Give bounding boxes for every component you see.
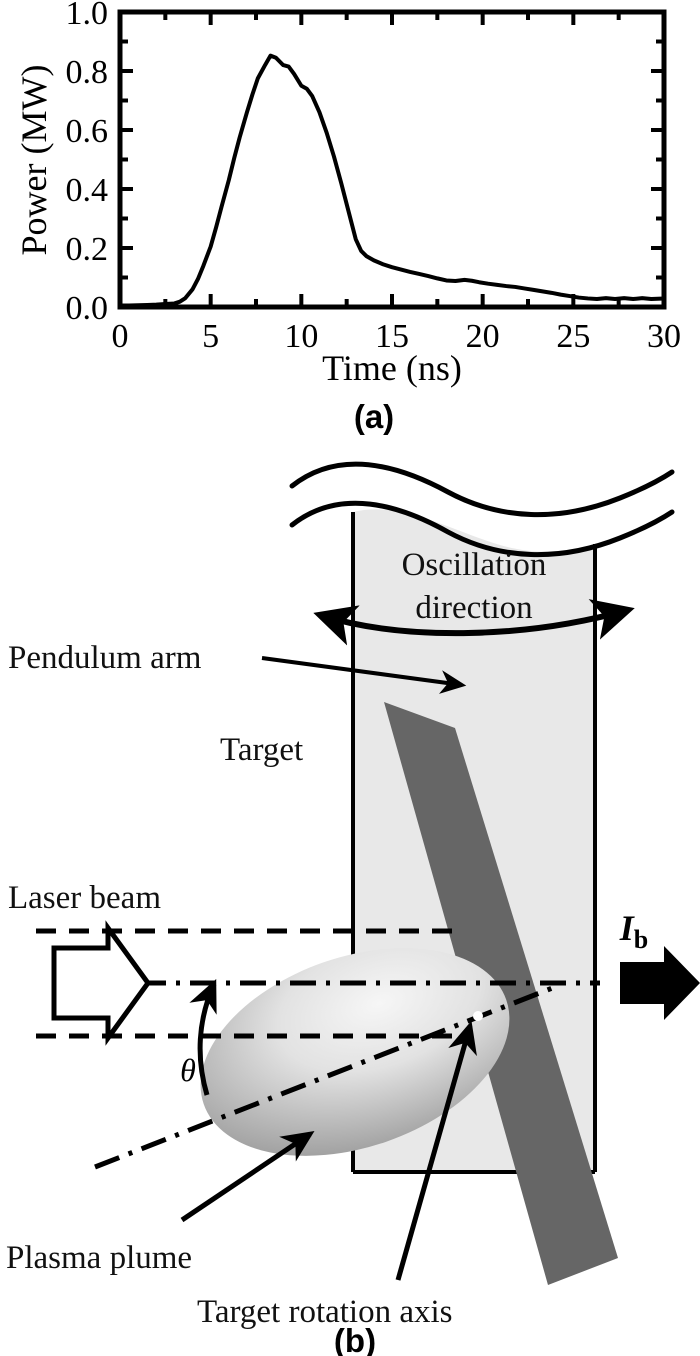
y-tick-label: 1.0 <box>66 0 109 32</box>
axis-ticks <box>118 10 666 309</box>
experimental-setup-diagram: Oscillation direction Ib <box>6 461 700 1356</box>
rotation-axis-marker <box>473 1011 483 1021</box>
theta-angle-arc <box>189 979 217 1096</box>
laser-beam-label: Laser beam <box>8 880 161 916</box>
target-rotation-axis-label: Target rotation axis <box>197 1294 453 1330</box>
x-tick-label: 20 <box>466 318 500 355</box>
y-tick-label: 0.8 <box>66 54 109 91</box>
panel-b-diagram: Oscillation direction Ib <box>0 440 700 1356</box>
target-rotation-axis-leader <box>395 1020 477 1281</box>
panel-a-chart: 0 5 10 15 20 25 30 0.0 0.2 0.4 0.6 0.8 1.0 Time (ns… <box>0 0 700 440</box>
x-tick-label: 15 <box>375 318 409 355</box>
plot-frame <box>117 9 667 310</box>
theta-label: θ <box>180 1052 196 1088</box>
impulse-subscript: b <box>634 925 648 954</box>
plasma-plume-shape <box>200 948 510 1156</box>
oscillation-direction-arrow <box>313 599 635 646</box>
power-vs-time-chart: 0 5 10 15 20 25 30 0.0 0.2 0.4 0.6 0.8 1.0 Time (ns… <box>14 0 682 435</box>
y-tick-label: 0.6 <box>66 113 109 150</box>
plasma-plume-leader <box>180 1130 315 1223</box>
impulse-symbol: I <box>619 908 636 948</box>
panel-a-caption: (a) <box>354 398 394 435</box>
oscillation-direction-label-line2: direction <box>415 590 532 626</box>
pendulum-arm-leader <box>261 656 467 694</box>
y-tick-label: 0.2 <box>66 231 109 268</box>
impulse-label: Ib <box>619 908 648 954</box>
x-tick-label: 10 <box>284 318 318 355</box>
pendulum-arm-label: Pendulum arm <box>8 640 202 676</box>
x-tick-label: 5 <box>202 318 219 355</box>
target-label: Target <box>220 732 303 768</box>
x-tick-label: 30 <box>647 318 681 355</box>
x-tick-label: 25 <box>556 318 590 355</box>
break-lines-icon <box>289 461 675 558</box>
impulse-arrow <box>620 946 700 1020</box>
y-tick-labels: 0.0 0.2 0.4 0.6 0.8 1.0 <box>66 0 109 327</box>
y-axis-title: Power (MW) <box>14 65 54 256</box>
y-tick-label: 0.0 <box>66 290 109 327</box>
y-tick-label: 0.4 <box>66 172 109 209</box>
panel-b-caption: (b) <box>334 1322 376 1356</box>
laser-beam-arrow <box>51 920 152 1046</box>
power-curve <box>118 53 666 308</box>
x-axis-title: Time (ns) <box>322 348 462 388</box>
x-tick-label: 0 <box>112 318 129 355</box>
plasma-plume-label: Plasma plume <box>6 1240 192 1276</box>
oscillation-direction-label-line1: Oscillation <box>402 547 547 583</box>
x-tick-labels: 0 5 10 15 20 25 30 <box>112 318 682 355</box>
